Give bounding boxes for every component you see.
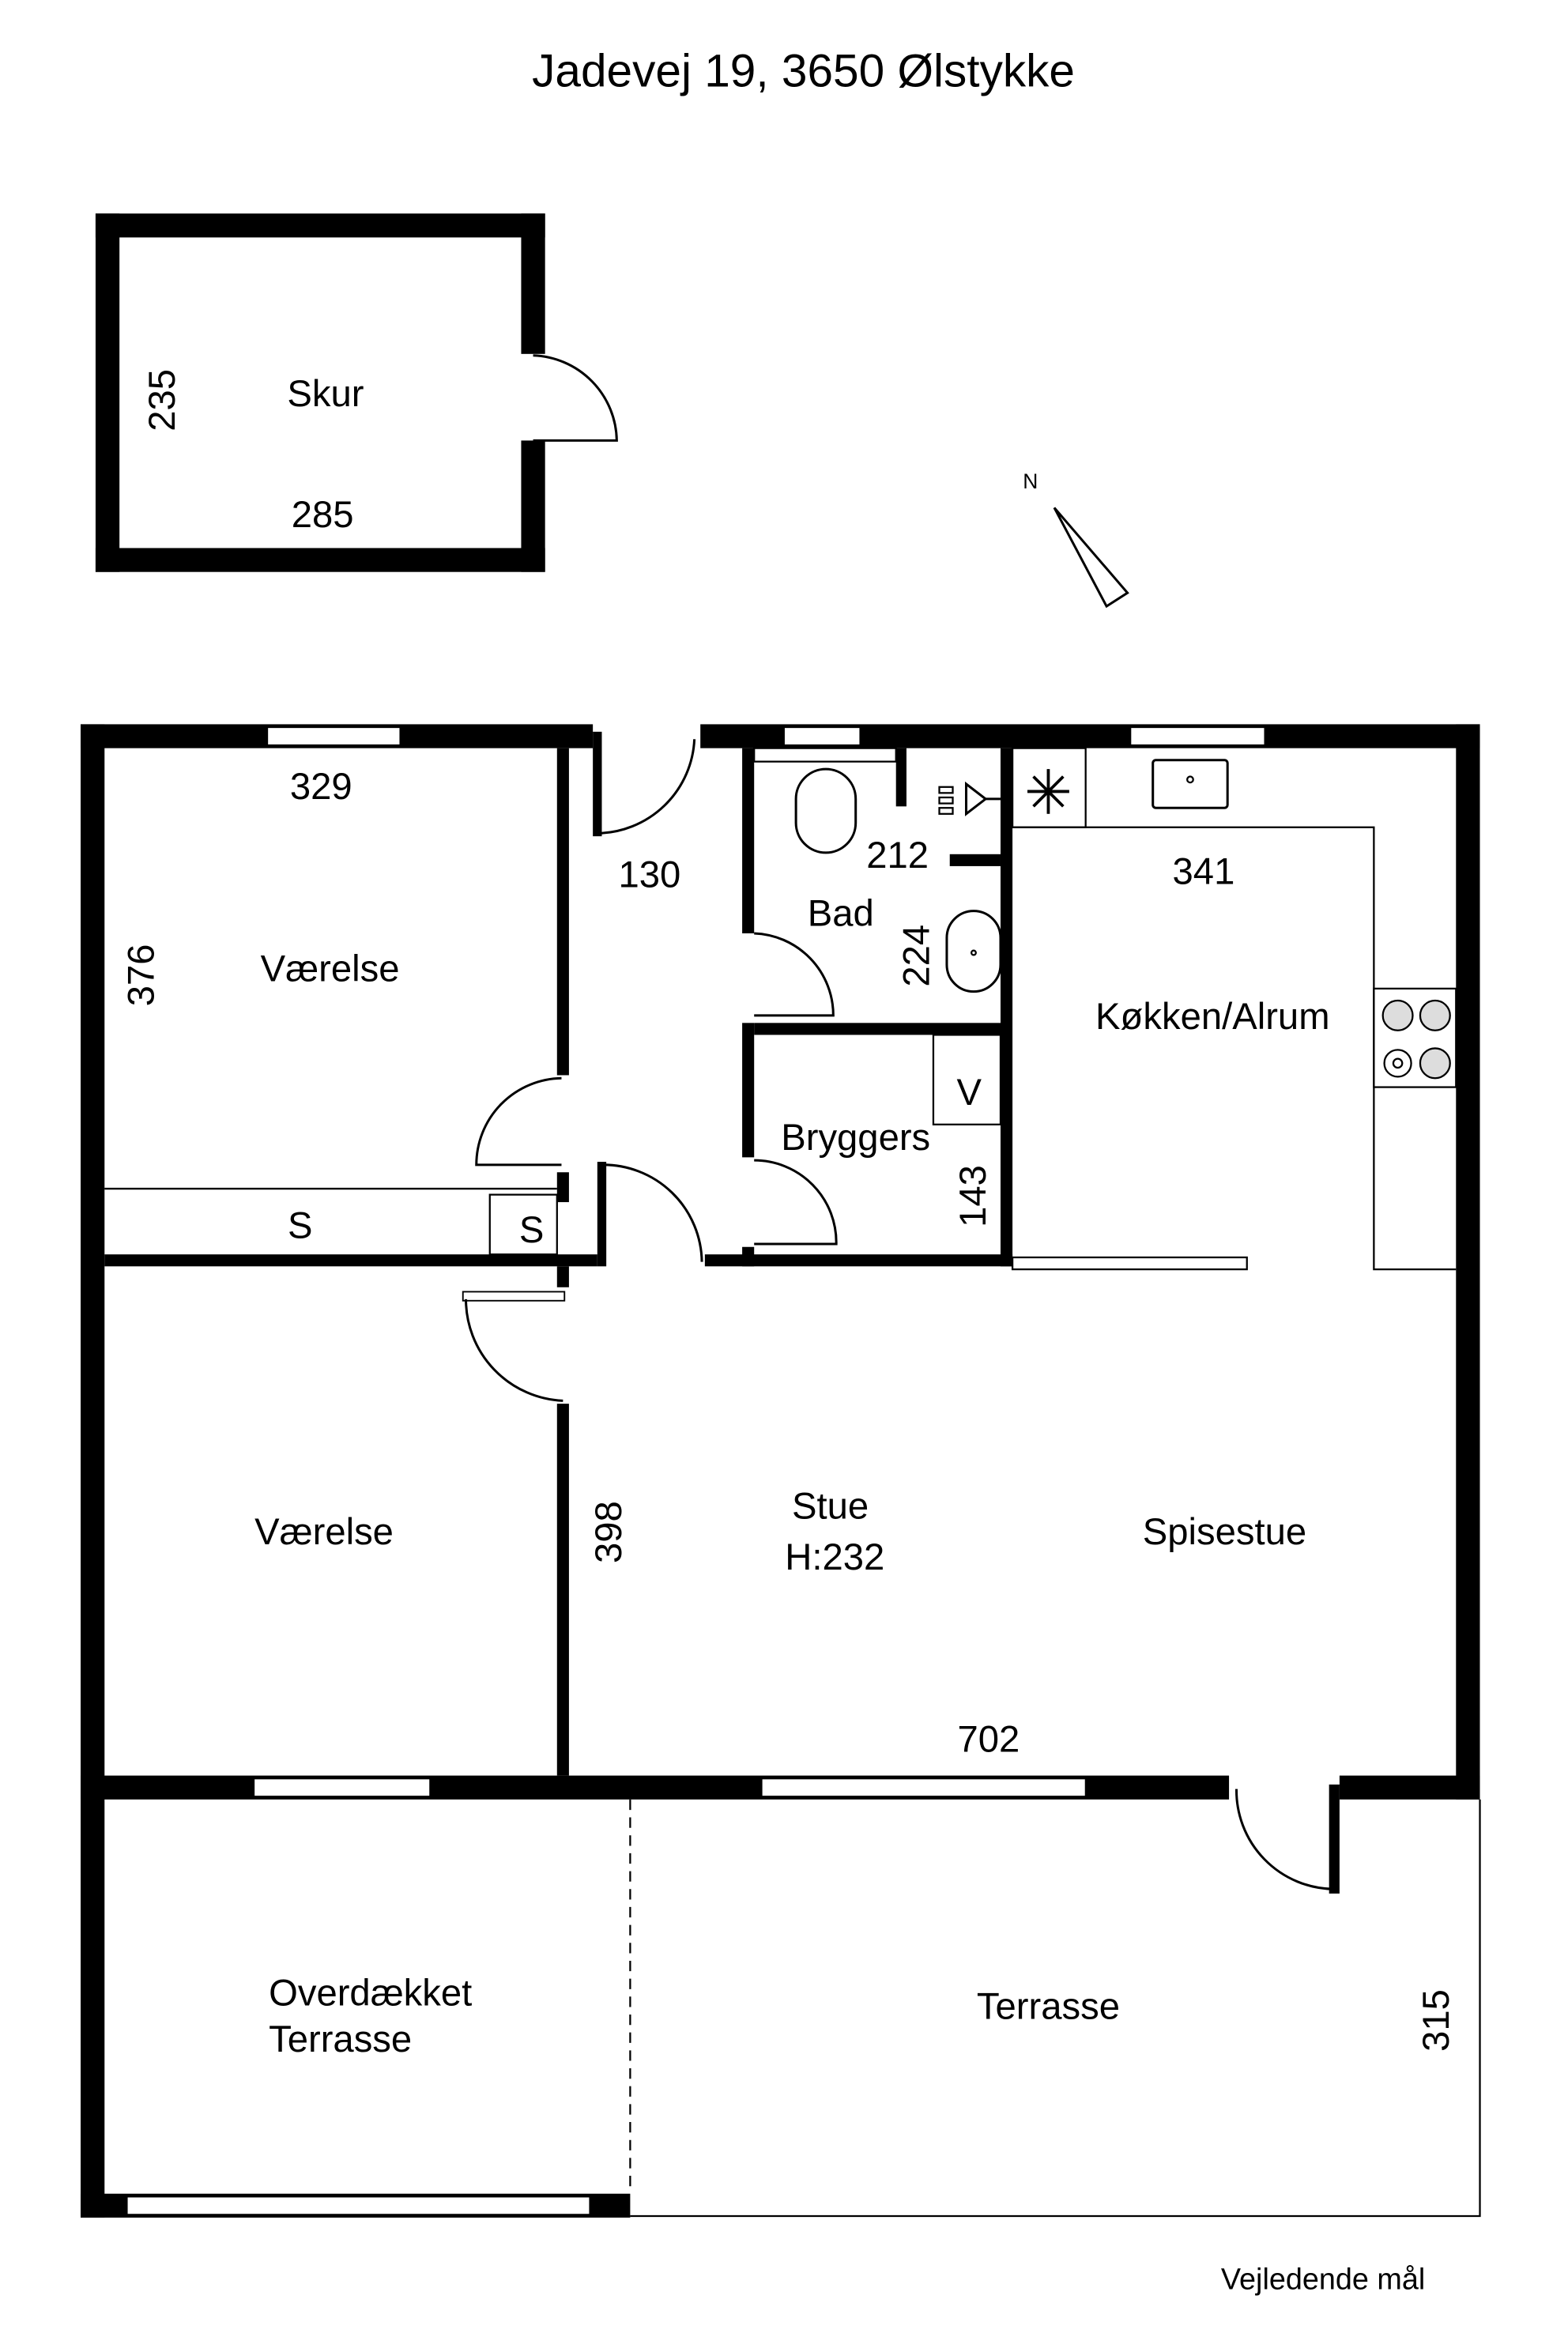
dim-label: 702: [957, 1718, 1020, 1760]
room-label-spisestue: Spisestue: [1143, 1511, 1306, 1553]
room-label-overdaekket: Overdækket: [269, 1973, 472, 2015]
dim-label: 143: [952, 1165, 994, 1227]
room-label-vaerelse: Værelse: [261, 948, 400, 989]
dim-label: 212: [866, 835, 929, 876]
dim-label: 341: [1173, 851, 1235, 893]
closet-label: S: [519, 1209, 545, 1251]
door-arc: [475, 1076, 562, 1167]
shower-icon: [938, 781, 1001, 816]
room-label-kokken: Køkken/Alrum: [1095, 996, 1330, 1038]
room-label-stue: Stue: [792, 1486, 869, 1528]
door-arc: [1235, 1788, 1334, 1890]
ceiling-height-label: H:232: [785, 1536, 884, 1578]
house-walls: [81, 724, 1481, 2218]
room-label-bryggers: Bryggers: [781, 1117, 930, 1159]
room-label-vaerelse: Værelse: [254, 1511, 394, 1553]
dim-label: 398: [588, 1501, 630, 1563]
room-label-skur: Skur: [287, 373, 364, 415]
shed: Skur 285 235: [95, 213, 618, 572]
disclaimer: Vejledende mål: [1221, 2263, 1425, 2297]
room-label-bad: Bad: [808, 893, 874, 935]
door-arc: [533, 354, 618, 442]
door-arc: [601, 1163, 703, 1262]
v-label: V: [957, 1072, 982, 1114]
sink-icon: [945, 910, 1002, 993]
labels: 329 376 Værelse 130 212 Bad 224 Bryggers…: [121, 766, 1457, 2060]
dim-label: 130: [619, 854, 681, 895]
dim-label: 329: [290, 766, 352, 808]
stove-icon: [1381, 999, 1451, 1080]
toilet-icon: [794, 767, 858, 854]
fixtures: V: [753, 747, 1457, 1271]
door-arc: [754, 1159, 838, 1246]
kitchen-sink-icon: [1152, 759, 1229, 809]
dim-label: 235: [141, 369, 183, 432]
dim-label: 315: [1415, 1989, 1457, 2052]
svg-text:N: N: [1023, 469, 1038, 493]
dim-label: 224: [895, 925, 937, 987]
door-arc: [465, 1298, 564, 1402]
fan-icon: [1027, 769, 1069, 814]
north-arrow-icon: N: [1023, 469, 1129, 609]
room-label-terrasse: Terrasse: [977, 1986, 1120, 2028]
dim-label: 376: [121, 944, 163, 1006]
doors: [462, 731, 1340, 1894]
dim-label: 285: [292, 494, 354, 536]
door-arc: [754, 932, 835, 1017]
room-label-overdaekket-2: Terrasse: [269, 2018, 412, 2060]
closet-label: S: [288, 1204, 313, 1246]
door-arc: [597, 739, 696, 835]
plan-title: Jadevej 19, 3650 Ølstykke: [532, 46, 1075, 97]
